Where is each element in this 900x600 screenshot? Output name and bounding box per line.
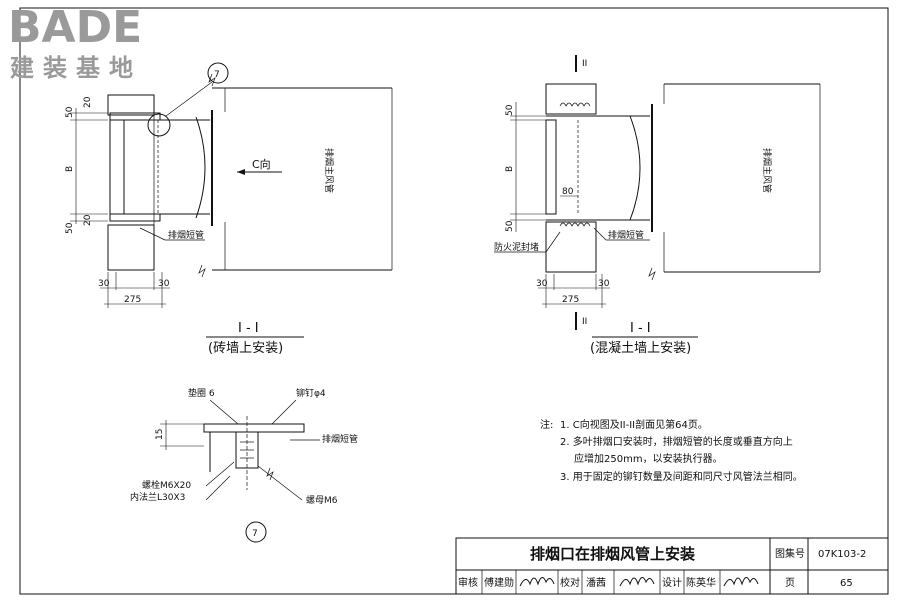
- fire-mud-label: 防火泥封堵: [494, 241, 539, 253]
- svg-text:30: 30: [98, 279, 110, 289]
- detail-pipe-label: 排烟短管: [322, 433, 358, 445]
- page-label: 页: [785, 577, 795, 589]
- note-item: 3. 用于固定的铆钉数量及间距和同尺寸风管法兰相同。: [560, 470, 803, 483]
- sheet-frame: [19, 7, 889, 595]
- svg-text:15: 15: [155, 429, 165, 440]
- svg-text:30: 30: [536, 279, 548, 289]
- reviewer-name: 傅建勋: [484, 576, 514, 589]
- svg-text:20: 20: [83, 214, 93, 226]
- concrete-wall-upper: [545, 83, 597, 115]
- left-pipe-label: 排烟短管: [168, 229, 204, 241]
- logo-brand: BADE: [8, 2, 142, 53]
- right-louver: [545, 119, 557, 215]
- designer-name: 陈英华: [686, 576, 716, 589]
- note-item: 应增加250mm，以安装执行器。: [574, 452, 723, 465]
- svg-text:B: B: [65, 166, 75, 172]
- left-section-view: 7 C向 排烟主风管 排烟短管 50 20 B 20 50 30 30 275 …: [65, 62, 393, 356]
- review-label: 审核: [458, 576, 478, 589]
- bolt-label: 螺栓M6X20: [142, 479, 191, 491]
- logo: BADE 建装基地: [8, 2, 142, 82]
- check-label: 校对: [560, 576, 580, 589]
- svg-text:20: 20: [83, 96, 93, 108]
- svg-text:30: 30: [158, 279, 170, 289]
- left-section-title: I - I: [238, 321, 259, 336]
- svg-text:50: 50: [505, 220, 515, 232]
- svg-text:B: B: [505, 166, 515, 172]
- right-main-duct-label: 排烟主风管: [761, 148, 773, 193]
- brick-wall-upper: [107, 94, 155, 116]
- svg-text:275: 275: [124, 295, 141, 305]
- notes-prefix: 注:: [540, 418, 553, 431]
- right-section-view: II II 排烟主风管 排烟短管 防火泥封堵: [494, 55, 821, 356]
- left-section-caption: (砖墙上安装): [208, 341, 283, 356]
- drawing-title: 排烟口在排烟风管上安装: [530, 545, 696, 563]
- svg-text:30: 30: [598, 279, 610, 289]
- page-number: 65: [840, 578, 853, 589]
- atlas-label: 图集号: [775, 547, 805, 560]
- detail-flange-plate: [203, 423, 305, 433]
- callout-number: 7: [214, 70, 220, 80]
- design-label: 设计: [662, 576, 682, 589]
- svg-text:II: II: [582, 59, 587, 69]
- svg-text:50: 50: [505, 104, 515, 116]
- svg-text:50: 50: [65, 106, 75, 118]
- flange-label: 内法兰L30X3: [130, 491, 185, 503]
- logo-subtitle: 建装基地: [10, 54, 142, 82]
- washer-label: 垫圈 6: [188, 387, 215, 399]
- svg-text:II: II: [582, 317, 587, 327]
- designer-signature: [723, 577, 759, 587]
- concrete-wall-lower: [545, 221, 597, 273]
- reviewer-signature: [519, 577, 555, 587]
- checker-name: 潘茜: [586, 577, 606, 589]
- note-item: 2. 多叶排烟口安装时，排烟短管的长度或垂直方向上: [560, 435, 793, 448]
- main-duct-label: 排烟主风管: [323, 148, 335, 193]
- right-section-title: I - I: [630, 321, 651, 336]
- rivet-label: 铆钉φ4: [296, 387, 326, 399]
- detail-7: 垫圈 6 铆钉φ4 15 排烟短管 螺栓M6X20 内法兰L30X3 螺母M6 …: [130, 387, 358, 543]
- checker-signature: [619, 577, 655, 587]
- right-section-caption: (混凝土墙上安装): [590, 340, 691, 356]
- title-block: 排烟口在排烟风管上安装 图集号 07K103-2 审核 傅建勋 校对 潘茜 设计…: [455, 537, 889, 595]
- svg-text:80: 80: [562, 187, 574, 197]
- detail-callout-circle: [147, 113, 171, 137]
- notes: 注: 1. C向视图及II-II剖面见第64页。 2. 多叶排烟口安装时，排烟短…: [540, 418, 803, 483]
- c-direction-label: C向: [252, 157, 271, 171]
- right-pipe-label: 排烟短管: [608, 229, 644, 241]
- svg-text:50: 50: [65, 222, 75, 234]
- detail-number: 7: [252, 529, 258, 539]
- atlas-number: 07K103-2: [818, 549, 866, 560]
- left-louver: [109, 119, 125, 215]
- svg-text:275: 275: [562, 295, 579, 305]
- nut-label: 螺母M6: [306, 495, 338, 506]
- note-item: 1. C向视图及II-II剖面见第64页。: [560, 418, 708, 431]
